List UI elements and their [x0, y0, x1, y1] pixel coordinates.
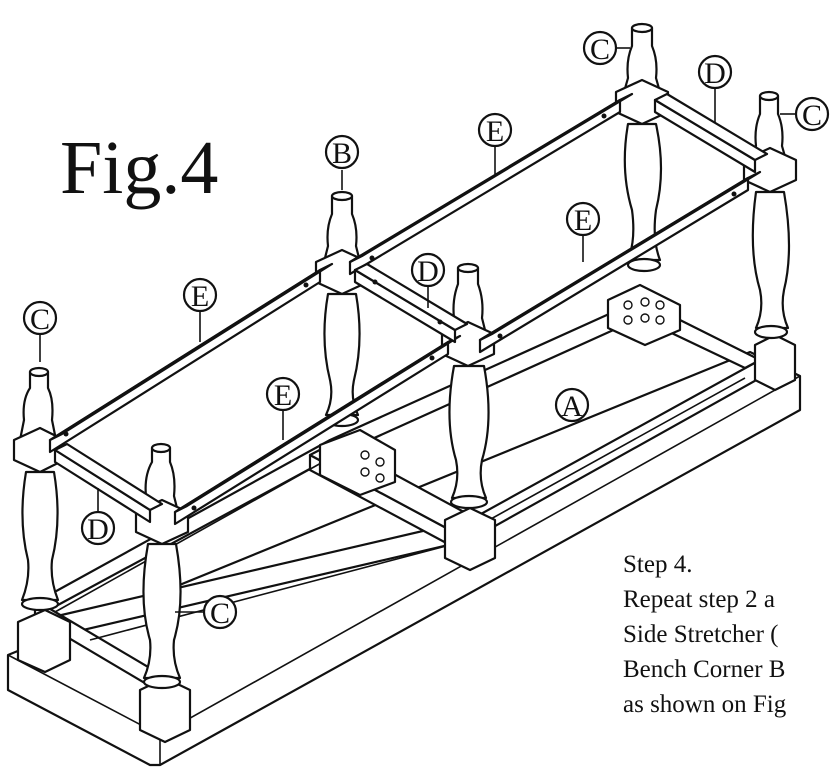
stretcher-e-left-front: [173, 334, 462, 526]
callout-d-back: D: [697, 54, 733, 90]
svg-text:D: D: [87, 513, 109, 546]
stretcher-e-back-long: [348, 92, 634, 276]
instruction-line-2: Side Stretcher (: [623, 621, 779, 648]
corner-bracket-back: [606, 283, 682, 347]
callout-c-front-left: C: [22, 300, 58, 336]
svg-text:A: A: [561, 390, 583, 423]
svg-text:E: E: [486, 115, 504, 148]
callout-e-left-front: E: [265, 376, 301, 412]
instruction-line-1: Repeat step 2 a: [623, 586, 775, 613]
corner-bracket-middle: [318, 428, 397, 497]
callout-b-middle: B: [324, 134, 360, 170]
callout-c-back-right: C: [794, 96, 830, 132]
instruction-line-4: as shown on Fig: [623, 691, 787, 718]
svg-text:E: E: [191, 280, 209, 313]
callout-leaders: [39, 47, 796, 613]
stretcher-e-front-long: [478, 170, 762, 354]
leg-back-right: [742, 90, 798, 340]
callout-c-front-right: C: [202, 594, 238, 630]
callout-d-middle: D: [410, 252, 446, 288]
svg-text:C: C: [802, 99, 822, 132]
stretcher-d-middle: [353, 262, 469, 344]
callout-e-left-back: E: [182, 277, 218, 313]
svg-text:C: C: [30, 303, 50, 336]
instruction-step: Step 4.: [623, 551, 692, 578]
stretcher-d-back-end: [653, 92, 769, 174]
figure-title: Fig.4: [60, 126, 218, 210]
stretcher-d-front-end: [53, 442, 164, 524]
svg-text:E: E: [274, 379, 292, 412]
svg-text:D: D: [704, 57, 726, 90]
leg-middle-b: [314, 190, 370, 428]
callout-e-front-long: E: [565, 201, 601, 237]
callout-e-back-long: E: [477, 112, 513, 148]
svg-text:C: C: [210, 597, 230, 630]
svg-text:D: D: [417, 255, 439, 288]
svg-text:B: B: [332, 137, 352, 170]
callout-a-top: A: [554, 387, 590, 423]
instruction-block: Step 4. Repeat step 2 a Side Stretcher (…: [623, 551, 787, 718]
stretcher-e-left-back: [48, 262, 334, 454]
leg-front-left: [12, 366, 66, 612]
instruction-line-3: Bench Corner B: [623, 656, 785, 683]
leg-back-left: [614, 22, 670, 273]
callout-d-front: D: [80, 510, 116, 546]
svg-text:C: C: [590, 33, 610, 66]
svg-text:E: E: [574, 204, 592, 237]
callout-c-back-left: C: [582, 30, 618, 66]
